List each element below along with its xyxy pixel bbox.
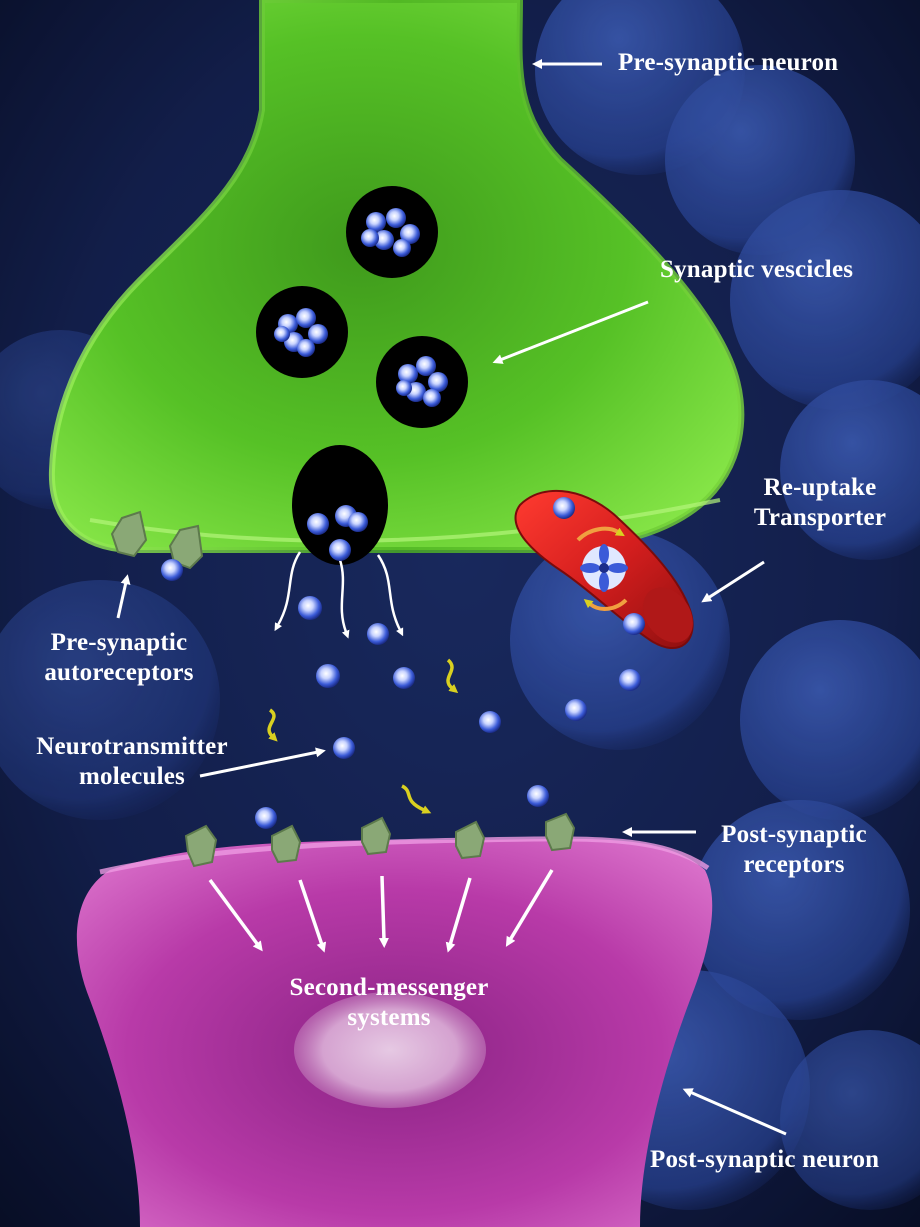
label-reuptake-transporter: Re-uptake Transporter: [753, 474, 887, 531]
second-messenger-arrows: [208, 869, 554, 953]
arrow-synaptic-vesicles: [492, 300, 649, 364]
pre-synaptic-autoreceptors: [110, 510, 204, 570]
synaptic-vesicles: [256, 186, 468, 565]
label-synaptic-vesicles: Synaptic vescicles: [660, 256, 854, 283]
diffusion-arrows: [267, 658, 459, 814]
vesicle: [256, 286, 348, 378]
release-arrows: [274, 551, 404, 639]
vesicle: [346, 186, 438, 278]
label-pre-synaptic-neuron: Pre-synaptic neuron: [618, 49, 839, 76]
arrow-neurotransmitter: [199, 747, 326, 778]
vesicle-docked: [292, 445, 388, 565]
reuptake-transporter: [514, 489, 694, 650]
vesicle: [376, 336, 468, 428]
label-pointers: [116, 59, 787, 1136]
label-post-synaptic-receptors: Post-synaptic receptors: [721, 821, 867, 878]
nucleus: [294, 992, 486, 1108]
label-pre-synaptic-autoreceptors: Pre-synaptic autoreceptors: [44, 629, 194, 686]
post-synaptic-receptors: [184, 812, 576, 868]
neurotransmitter-molecules: [161, 497, 645, 829]
arrow-autoreceptors: [116, 574, 131, 619]
arrow-reuptake-transporter: [701, 560, 765, 603]
label-neurotransmitter-molecules: Neurotransmitter molecules: [36, 733, 228, 790]
arrow-post-synaptic-neuron: [682, 1088, 787, 1136]
label-post-synaptic-neuron: Post-synaptic neuron: [650, 1146, 880, 1173]
label-second-messenger-systems: Second-messenger systems: [289, 974, 489, 1031]
